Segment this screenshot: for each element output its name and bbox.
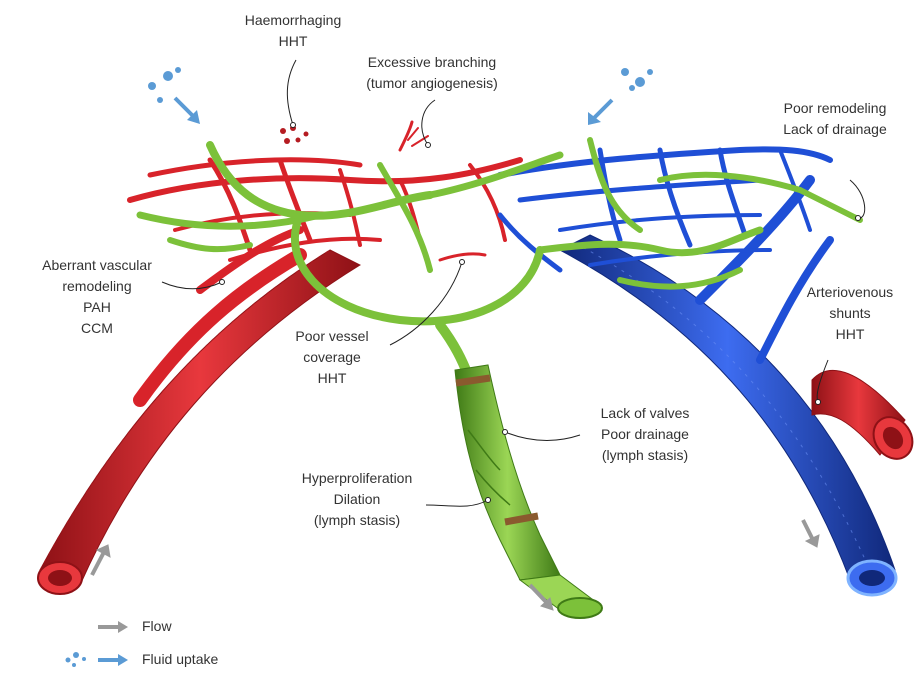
legend-uptake-icon xyxy=(66,652,129,667)
label-aberrant-remodeling-line2: remodeling xyxy=(22,276,172,297)
label-hyperproliferation-line3: (lymph stasis) xyxy=(282,510,432,531)
fluid-uptake-right xyxy=(588,68,653,125)
label-hyperproliferation-line1: Hyperproliferation xyxy=(282,468,432,489)
label-aberrant-remodeling-line4: CCM xyxy=(22,318,172,339)
label-lack-valves-line1: Lack of valves xyxy=(575,403,715,424)
label-aberrant-remodeling-line1: Aberrant vascular xyxy=(22,255,172,276)
label-av-shunts-line3: HHT xyxy=(795,324,905,345)
legend-uptake-label: Fluid uptake xyxy=(142,651,218,667)
label-haemorrhaging-line1: Haemorrhaging xyxy=(228,10,358,31)
label-aberrant-remodeling-line3: PAH xyxy=(22,297,172,318)
label-lack-valves-line2: Poor drainage xyxy=(575,424,715,445)
flow-arrows xyxy=(92,520,819,610)
label-excessive-branching-line2: (tumor angiogenesis) xyxy=(342,73,522,94)
label-poor-coverage: Poor vessel coverage HHT xyxy=(272,326,392,389)
fluid-uptake-left xyxy=(148,67,200,124)
flow-arrow-icon xyxy=(803,520,813,540)
label-lack-valves: Lack of valves Poor drainage (lymph stas… xyxy=(575,403,715,466)
label-av-shunts: Arteriovenous shunts HHT xyxy=(795,282,905,345)
label-lack-valves-line3: (lymph stasis) xyxy=(575,445,715,466)
label-hyperproliferation: Hyperproliferation Dilation (lymph stasi… xyxy=(282,468,432,531)
artery-lumen xyxy=(48,570,72,586)
legend-flow-label: Flow xyxy=(142,618,172,634)
label-haemorrhaging-line2: HHT xyxy=(228,31,358,52)
label-av-shunts-line2: shunts xyxy=(795,303,905,324)
label-excessive-branching: Excessive branching (tumor angiogenesis) xyxy=(342,52,522,94)
label-poor-coverage-line3: HHT xyxy=(272,368,392,389)
lymph-opening xyxy=(558,598,602,618)
label-poor-coverage-line2: coverage xyxy=(272,347,392,368)
label-aberrant-remodeling: Aberrant vascular remodeling PAH CCM xyxy=(22,255,172,339)
label-excessive-branching-line1: Excessive branching xyxy=(342,52,522,73)
label-poor-remodeling-line1: Poor remodeling xyxy=(760,98,910,119)
label-av-shunts-line1: Arteriovenous xyxy=(795,282,905,303)
valve-band-upper xyxy=(456,378,490,383)
legend-flow-icon xyxy=(98,621,128,633)
label-poor-remodeling-line2: Lack of drainage xyxy=(760,119,910,140)
uptake-arrow-icon xyxy=(594,100,612,118)
label-poor-remodeling: Poor remodeling Lack of drainage xyxy=(760,98,910,140)
label-haemorrhaging: Haemorrhaging HHT xyxy=(228,10,358,52)
vein-lumen xyxy=(859,570,885,586)
label-poor-coverage-line1: Poor vessel xyxy=(272,326,392,347)
label-hyperproliferation-line2: Dilation xyxy=(282,489,432,510)
haemorrhage-drops xyxy=(280,125,309,144)
